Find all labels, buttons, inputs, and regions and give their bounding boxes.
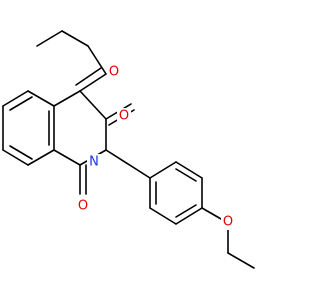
bond	[105, 149, 151, 179]
bond	[53, 149, 81, 166]
bond	[175, 168, 197, 182]
bond	[27, 90, 55, 107]
bond	[9, 96, 33, 111]
atom-o-ether-bottom: O	[221, 214, 235, 230]
atom-o-ether-top: O	[107, 64, 121, 80]
bond	[149, 161, 177, 179]
bond	[53, 90, 81, 107]
atom-n: N	[87, 154, 101, 170]
bond	[79, 90, 107, 120]
bond	[79, 73, 107, 92]
bond	[175, 161, 203, 179]
structure-diagram: O O N O O	[2, 30, 255, 269]
atom-label: O	[109, 65, 119, 80]
bond	[75, 67, 102, 86]
atom-o-carbonyl-top: O	[117, 108, 131, 124]
bond	[36, 30, 63, 47]
bond	[27, 149, 55, 166]
bond	[175, 207, 203, 225]
bond	[87, 45, 107, 75]
structure-canvas: O O N O O	[2, 30, 255, 269]
atom-label: O	[119, 109, 129, 124]
bond	[149, 207, 177, 225]
bond	[9, 145, 33, 160]
atom-o-carbonyl-bottom: O	[76, 198, 90, 214]
bond	[227, 252, 255, 269]
atom-label: O	[223, 215, 233, 230]
bond	[2, 149, 29, 166]
atom-label: O	[78, 199, 88, 214]
bond	[2, 90, 29, 107]
bond	[61, 30, 89, 47]
atom-label: N	[89, 155, 99, 170]
bond	[175, 204, 197, 218]
